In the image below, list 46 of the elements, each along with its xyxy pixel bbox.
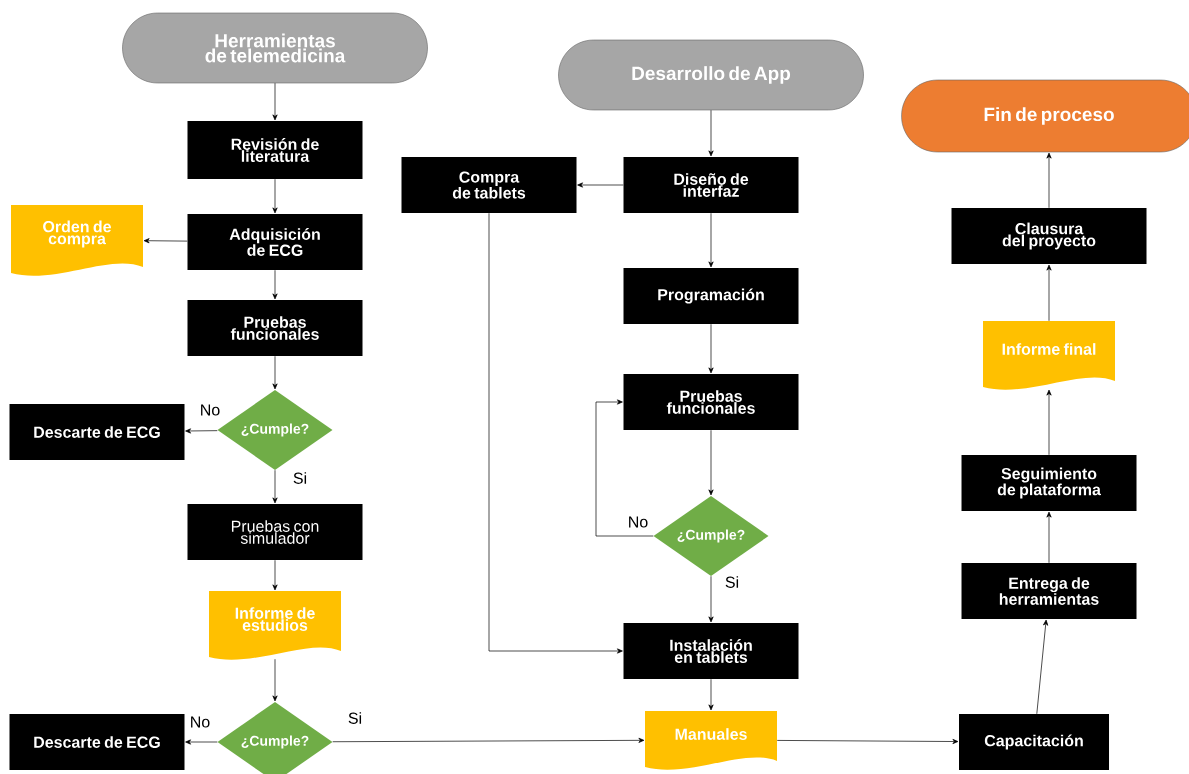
arrow bbox=[272, 355, 278, 390]
arrow bbox=[708, 109, 714, 157]
process-box: Programación bbox=[623, 268, 799, 324]
arrow bbox=[577, 182, 624, 188]
edge-label: Si bbox=[291, 471, 309, 485]
edge-label: No bbox=[626, 515, 650, 529]
process-box: Instalación en tablets bbox=[623, 623, 799, 679]
arrow bbox=[708, 212, 714, 268]
arrow bbox=[776, 738, 959, 745]
arrow bbox=[272, 269, 278, 300]
process-box: Pruebas con simulador bbox=[187, 504, 363, 560]
arrow bbox=[708, 429, 714, 496]
edge-label: Si bbox=[723, 575, 741, 589]
process-box: Diseño de interfaz bbox=[623, 157, 799, 213]
arrow bbox=[272, 658, 278, 702]
arrow bbox=[272, 469, 278, 504]
arrow bbox=[1046, 389, 1052, 456]
edge-label: No bbox=[188, 715, 212, 729]
arrow bbox=[332, 737, 645, 743]
arrow bbox=[1046, 264, 1052, 322]
process-box: Descarte de ECG bbox=[9, 404, 185, 460]
arrow bbox=[272, 178, 278, 214]
process-box: Capacitación bbox=[959, 714, 1109, 770]
arrow bbox=[1036, 619, 1049, 715]
process-box: Seguimiento de plataforma bbox=[961, 455, 1137, 511]
process-box: Adquisición de ECG bbox=[187, 214, 363, 270]
process-box: Compra de tablets bbox=[401, 157, 577, 213]
edge-label: Si bbox=[346, 711, 364, 725]
process-box: Entrega de herramientas bbox=[961, 563, 1137, 619]
arrow bbox=[185, 739, 218, 745]
arrow bbox=[708, 678, 714, 711]
arrow bbox=[708, 575, 714, 623]
arrow bbox=[1046, 511, 1052, 564]
process-box: Pruebas funcionales bbox=[187, 300, 363, 356]
process-box: Clausura del proyecto bbox=[951, 208, 1147, 264]
arrow bbox=[272, 82, 278, 121]
process-box: Pruebas funcionales bbox=[623, 374, 799, 430]
arrow bbox=[272, 559, 278, 591]
process-box: Descarte de ECG bbox=[9, 714, 185, 770]
process-box: Revisión de literatura bbox=[187, 121, 363, 179]
arrow bbox=[185, 428, 218, 434]
arrow bbox=[488, 212, 623, 654]
arrow bbox=[595, 399, 654, 537]
arrow bbox=[708, 323, 714, 374]
arrow bbox=[143, 238, 188, 244]
arrow bbox=[1046, 152, 1052, 209]
